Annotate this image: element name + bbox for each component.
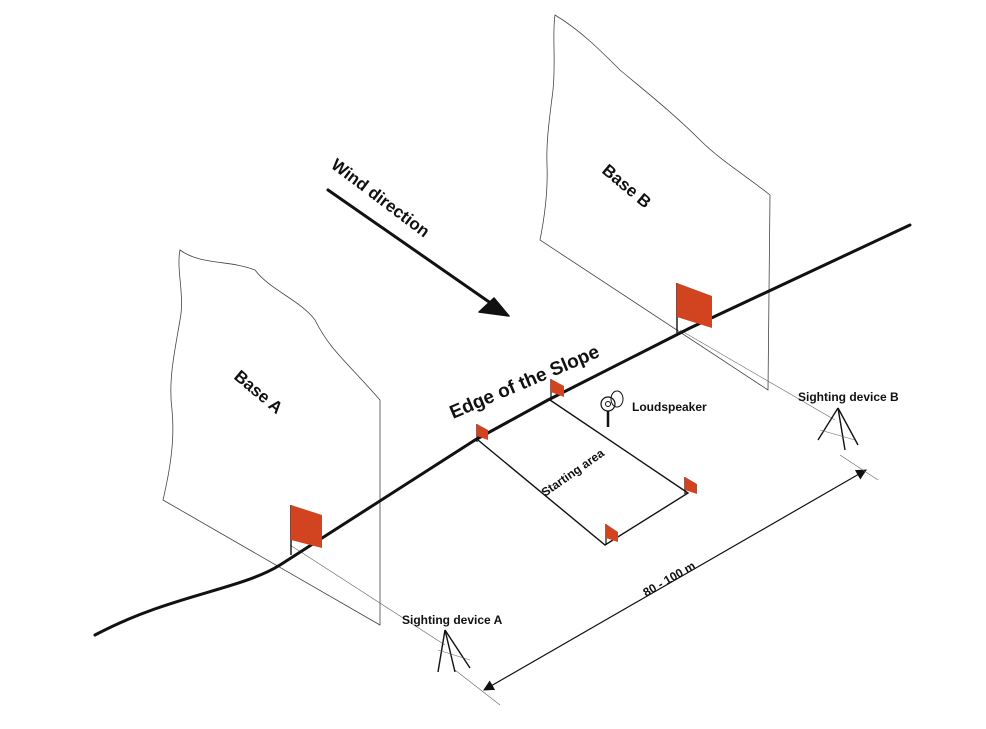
dimension-extension-b <box>839 454 879 481</box>
distance-label: 80 - 100 m <box>641 558 698 599</box>
flag-icon <box>605 524 618 545</box>
guide-line-b <box>679 329 836 421</box>
flag-icon <box>290 505 322 555</box>
arrow-icon <box>326 188 510 317</box>
loudspeaker-label: Loudspeaker <box>632 400 707 414</box>
sighting-device-b-tripod <box>817 407 859 451</box>
base-b-plane <box>539 14 771 391</box>
base-a-plane <box>162 249 381 626</box>
sighting-device-a-label: Sighting device A <box>402 613 503 627</box>
loudspeaker-icon <box>600 390 624 427</box>
dimension-extension-a <box>454 669 501 706</box>
flag-icon <box>676 283 712 333</box>
distance-dimension-line <box>483 469 867 691</box>
flag-icon <box>550 379 564 400</box>
guide-line-a <box>289 544 446 646</box>
slope-edge-line <box>93 223 912 637</box>
sighting-device-a-tripod <box>437 629 471 673</box>
base-a-label: Base A <box>230 367 286 418</box>
sighting-device-b-label: Sighting device B <box>798 390 899 404</box>
starting-area-label: Starting area <box>539 446 607 500</box>
base-b-label: Base B <box>598 161 654 213</box>
flag-icon <box>476 424 488 442</box>
